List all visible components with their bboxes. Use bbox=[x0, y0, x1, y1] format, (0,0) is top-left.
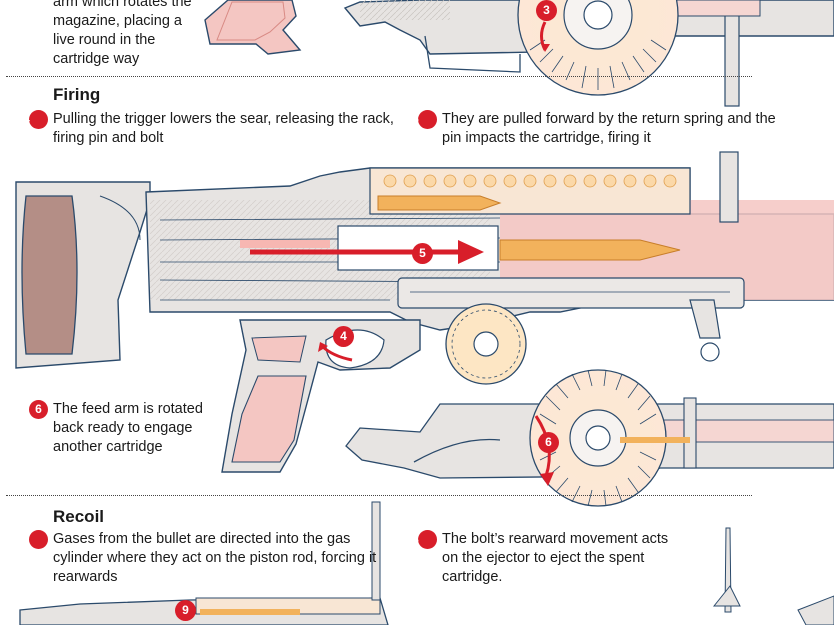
top-grip-illustration bbox=[204, 0, 302, 55]
step6-line-1: 6 The feed arm is rotated bbox=[29, 400, 203, 419]
recoil-heading: Recoil bbox=[53, 507, 105, 526]
step3-line-4: cartridge way bbox=[53, 51, 140, 67]
feed-drum-detail bbox=[345, 369, 834, 507]
badge-6-icon: 6 bbox=[538, 432, 559, 453]
step6-line-1-text: The feed arm is rotated bbox=[53, 401, 203, 417]
divider-top bbox=[6, 76, 752, 77]
step3-text: arm which rotates the magazine, placing … bbox=[53, 0, 192, 69]
firing-butt-stock bbox=[15, 181, 151, 369]
step7-number: 7 bbox=[23, 530, 48, 549]
step4-text: Pulling the trigger lowers the sear, rel… bbox=[53, 111, 394, 146]
firing-top-magazine bbox=[369, 151, 739, 223]
step5-number: 5 bbox=[412, 110, 437, 129]
badge-3-icon: 3 bbox=[536, 0, 557, 21]
badge-5-icon: 5 bbox=[412, 243, 433, 264]
step6-line-2: back ready to engage bbox=[53, 420, 193, 436]
step7-text: Gases from the bullet are directed into … bbox=[53, 531, 377, 585]
step3-line-3: live round in the bbox=[53, 32, 156, 48]
firing-bipod bbox=[689, 299, 721, 362]
firing-heading: Firing bbox=[53, 85, 101, 104]
step6-caption: 6 The feed arm is rotated back ready to e… bbox=[29, 400, 203, 457]
firing-grip-and-trigger bbox=[221, 319, 421, 473]
step5-caption: 5 They are pulled forward by the return s… bbox=[412, 110, 782, 148]
step8-number: 8 bbox=[412, 530, 437, 549]
step4-number: 4 bbox=[23, 110, 48, 129]
step7-caption: 7 Gases from the bullet are directed into… bbox=[23, 530, 383, 587]
step6-number: 6 bbox=[29, 400, 48, 419]
step6-line-3: another cartridge bbox=[53, 439, 163, 455]
step3-line-2: magazine, placing a bbox=[53, 13, 182, 29]
step8-text: The bolt’s rearward movement acts on the… bbox=[442, 531, 669, 585]
badge-4-icon: 4 bbox=[333, 326, 354, 347]
recoil-gun-partial bbox=[19, 501, 834, 625]
step8-caption: 8 The bolt’s rearward movement acts on th… bbox=[412, 530, 682, 587]
step5-text: They are pulled forward by the return sp… bbox=[442, 111, 776, 146]
firing-gear bbox=[445, 303, 527, 385]
top-drum-magazine bbox=[517, 0, 679, 96]
step3-line-1: arm which rotates the bbox=[53, 0, 192, 10]
divider-bottom bbox=[6, 495, 752, 496]
badge-9-icon: 9 bbox=[175, 600, 196, 621]
step4-caption: 4 Pulling the trigger lowers the sear, re… bbox=[23, 110, 413, 148]
